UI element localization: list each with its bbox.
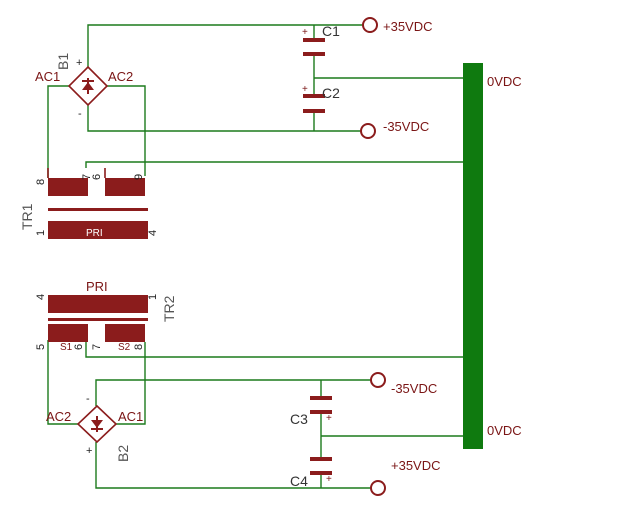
c3-plate-bottom (310, 410, 332, 414)
b1-diode-arrow (82, 82, 94, 90)
terminal-pos-top (362, 17, 378, 33)
terminal-pos-bottom (370, 372, 386, 388)
b1-ref-label: B1 (55, 53, 71, 70)
label-gnd-bottom: 0VDC (487, 423, 522, 438)
tr2-pin-6: 6 (73, 344, 85, 350)
b2-plus-label: + (86, 445, 92, 457)
wires (47, 24, 465, 489)
wire-b2-ac2 (47, 340, 78, 425)
wire-b2-ac1 (116, 342, 146, 425)
tr2-pin-1: 1 (147, 294, 159, 300)
tr2-pin-5: 5 (35, 344, 47, 350)
wire-b1-plus-to-c1 (87, 24, 365, 67)
label-pos-top: +35VDC (383, 19, 433, 34)
tr1-pin-1: 1 (35, 230, 47, 236)
tr2-pin-4: 4 (35, 294, 47, 300)
tr2-pin-8: 8 (133, 344, 145, 350)
tr1-ref-label: TR1 (19, 203, 35, 230)
c1-plate-bottom (303, 52, 325, 56)
tr2-pin-7: 7 (91, 344, 103, 350)
capacitor-c1: + (302, 27, 325, 56)
c2-plus-sign: + (302, 84, 308, 95)
b1-minus-label: - (78, 108, 82, 120)
capacitor-c2: + (302, 84, 325, 113)
label-neg-bottom: -35VDC (391, 381, 437, 396)
capacitor-c4: + (310, 457, 332, 485)
terminal-neg-bottom (370, 480, 386, 496)
b1-plus-label: + (76, 57, 82, 69)
wire-b2-plus-to-neg (95, 442, 372, 489)
tr2-pri-label: PRI (86, 279, 108, 294)
c3-label: C3 (290, 411, 308, 427)
tr1-pin-7: 7 (81, 174, 93, 180)
bridge-rectifier-b2: - + (76, 393, 118, 457)
c4-label: C4 (290, 473, 308, 489)
wire-b1-minus-to-neg (87, 105, 362, 132)
c2-plate-bottom (303, 109, 325, 113)
c4-plate-bottom (310, 471, 332, 475)
tr2-primary (48, 295, 148, 313)
tr1-pin-9: 9 (133, 174, 145, 180)
c1-plate-top (303, 38, 325, 42)
label-neg-top: -35VDC (383, 119, 429, 134)
tr2-core-line (48, 318, 148, 321)
tr2-secondary-s1 (48, 324, 88, 342)
c4-plate-top (310, 457, 332, 461)
tr1-secondary-s2 (48, 178, 88, 196)
c2-plate-top (303, 94, 325, 98)
bridge-rectifier-b1: + - (67, 57, 109, 120)
b2-ac1-label: AC1 (118, 409, 143, 424)
c3-plus-sign: + (326, 413, 332, 424)
terminals (360, 17, 386, 496)
c1-plus-sign: + (302, 27, 308, 38)
b2-diamond (76, 404, 118, 444)
terminal-neg-top (360, 123, 376, 139)
c1-label: C1 (322, 23, 340, 39)
tr2-s1-label: S1 (60, 342, 73, 353)
tr1-pri-label: PRI (86, 228, 103, 239)
wire-b1-ac2 (106, 85, 146, 176)
tr1-secondary-s1 (105, 178, 145, 196)
b2-ref-label: B2 (115, 445, 131, 462)
b1-ac2-label: AC2 (108, 69, 133, 84)
c4-plus-sign: + (326, 474, 332, 485)
b2-minus-label: - (86, 393, 90, 405)
transformer-tr1 (47, 168, 148, 239)
b1-ac1-label: AC1 (35, 69, 60, 84)
wire-b1-ac1 (47, 85, 70, 178)
tr1-primary (48, 221, 148, 239)
tr2-ref-label: TR2 (161, 295, 177, 322)
wire-tr1-center-tap (85, 161, 465, 168)
transformer-tr2 (48, 295, 148, 342)
b2-diode-arrow (91, 420, 103, 428)
tr1-pin-8: 8 (35, 179, 47, 185)
tr1-core-line (48, 208, 148, 211)
wire-tr2-center-tap (85, 340, 465, 358)
c3-plate-top (310, 396, 332, 400)
b1-diamond (67, 65, 109, 107)
label-gnd-top: 0VDC (487, 74, 522, 89)
label-pos-bottom: +35VDC (391, 458, 441, 473)
tr1-pin-6: 6 (91, 174, 103, 180)
tr2-secondary-s2 (105, 324, 145, 342)
tr1-pin-4: 4 (147, 230, 159, 236)
tr2-s2-label: S2 (118, 342, 131, 353)
ground-bus-bar (463, 63, 483, 449)
tr1-s1-label: S1 (118, 168, 131, 179)
capacitor-c3: + (310, 396, 332, 424)
tr1-s2-label: S2 (60, 168, 73, 179)
wire-b2-minus-to-pos (95, 379, 372, 406)
c2-label: C2 (322, 85, 340, 101)
b2-ac2-label: AC2 (46, 409, 71, 424)
